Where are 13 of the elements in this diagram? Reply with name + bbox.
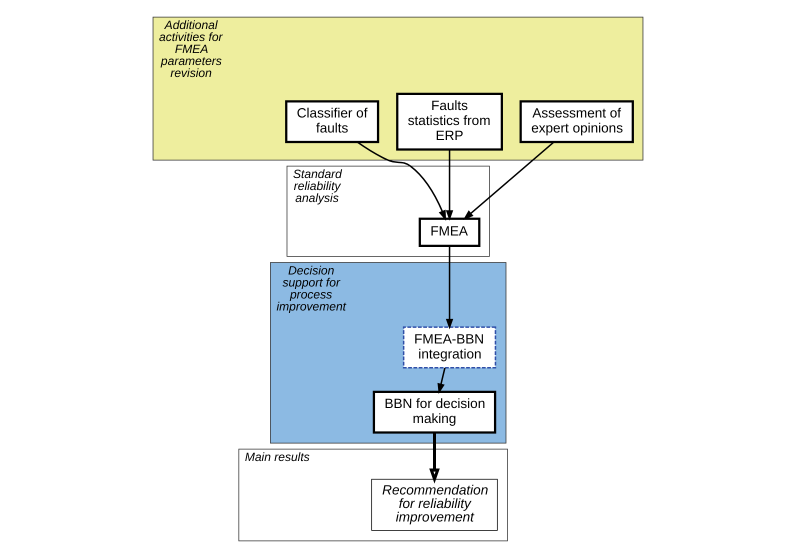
- arrow: [446, 246, 454, 330]
- arrow: [429, 432, 440, 484]
- arrow: [357, 142, 446, 221]
- node-box: Recommendation for reliability improvement: [371, 478, 498, 531]
- arrow: [438, 368, 446, 394]
- arrow: [463, 142, 554, 220]
- node-box: Classifier of faults: [285, 100, 380, 144]
- node-box: Assessment of expert opinions: [520, 100, 634, 144]
- arrow: [446, 150, 454, 221]
- node-box: FMEA-BBN integration: [402, 326, 496, 369]
- node-box: Faults statistics from ERP: [396, 92, 503, 151]
- node-box: BBN for decision making: [372, 390, 496, 434]
- node-box: FMEA: [418, 218, 480, 248]
